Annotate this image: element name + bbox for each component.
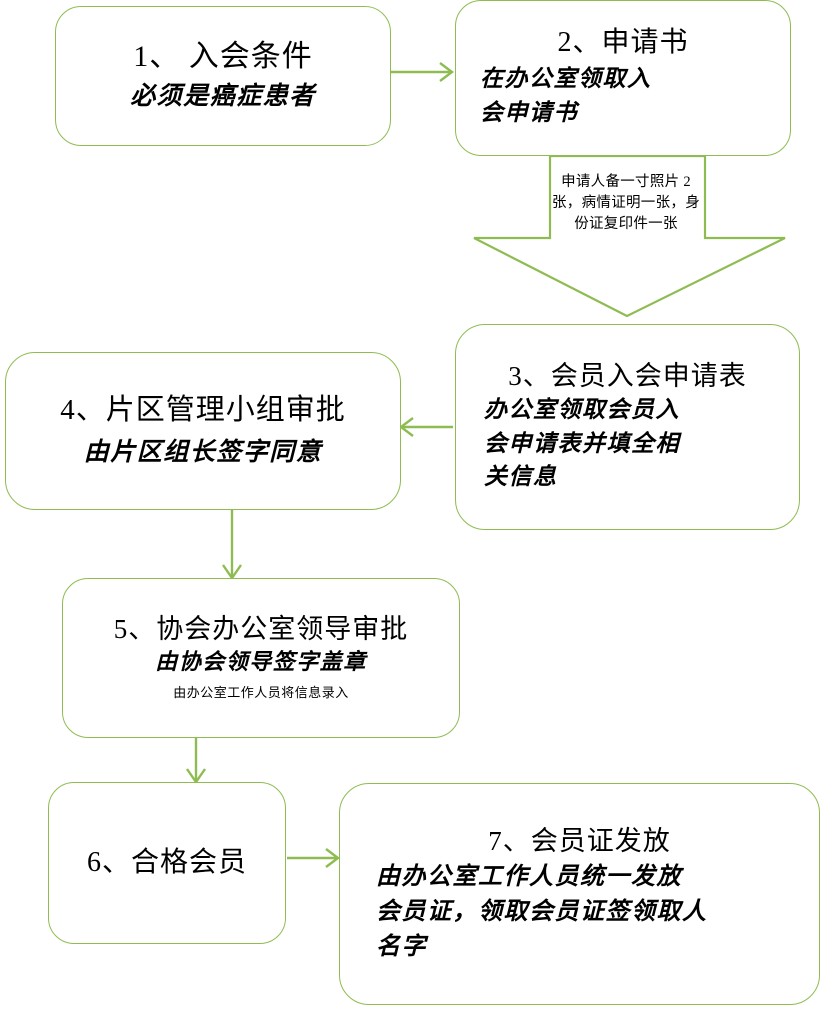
node-3-title: 3、会员入会申请表 bbox=[508, 361, 747, 392]
arrow-node4-to-node5 bbox=[222, 510, 242, 581]
node-7-body-line-1: 由办公室工作人员统一发放 bbox=[376, 862, 682, 891]
node-4-title: 4、片区管理小组审批 bbox=[60, 394, 346, 427]
node-7-body-line-3: 名字 bbox=[376, 931, 427, 960]
node-3-body-line-1: 办公室领取会员入 bbox=[484, 397, 680, 424]
arrow-node1-to-node2 bbox=[391, 62, 454, 82]
node-5-body: 由协会领导签字盖章 bbox=[155, 650, 367, 675]
arrow-node3-to-node4 bbox=[399, 417, 453, 437]
node-4-body: 由片区组长签字同意 bbox=[83, 436, 323, 466]
node-7-title: 7、会员证发放 bbox=[488, 826, 671, 857]
node-5-title: 5、协会办公室领导审批 bbox=[113, 613, 409, 644]
flow-node-6-qualified-member[interactable]: 6、合格会员 bbox=[48, 782, 286, 944]
flow-node-7-membership-card-issuance[interactable]: 7、会员证发放 由办公室工作人员统一发放 会员证，领取会员证签领取人 名字 bbox=[339, 783, 820, 1005]
flow-node-5-association-office-approval[interactable]: 5、协会办公室领导审批 由协会领导签字盖章 由办公室工作人员将信息录入 bbox=[62, 578, 460, 738]
node-1-body: 必须是癌症患者 bbox=[130, 81, 316, 111]
flow-node-3-member-application-table[interactable]: 3、会员入会申请表 办公室领取会员入 会申请表并填全相 关信息 bbox=[455, 324, 800, 530]
edge-note-required-documents: 申请人备一寸照片 2 张，病情证明一张，身份证复印件一张 bbox=[552, 174, 700, 233]
node-6-title: 6、合格会员 bbox=[86, 846, 247, 878]
node-7-body-line-2: 会员证，领取会员证签领取人 bbox=[376, 897, 708, 926]
flow-node-2-application-form[interactable]: 2、申请书 在办公室领取入 会申请书 bbox=[455, 0, 791, 156]
node-2-title: 2、申请书 bbox=[557, 27, 689, 59]
arrow-node6-to-node7 bbox=[287, 848, 340, 868]
arrow-node5-to-node6 bbox=[186, 738, 206, 785]
node-2-body-line-2: 会申请书 bbox=[480, 100, 578, 127]
node-3-body-line-2: 会申请表并填全相 bbox=[484, 430, 680, 457]
node-5-note: 由办公室工作人员将信息录入 bbox=[173, 685, 349, 701]
node-1-title: 1、 入会条件 bbox=[133, 39, 313, 73]
flow-node-1-membership-conditions[interactable]: 1、 入会条件 必须是癌症患者 bbox=[55, 6, 391, 146]
flow-node-4-district-group-approval[interactable]: 4、片区管理小组审批 由片区组长签字同意 bbox=[5, 352, 401, 510]
node-3-body-line-3: 关信息 bbox=[484, 464, 558, 491]
node-2-body-line-1: 在办公室领取入 bbox=[480, 65, 652, 92]
